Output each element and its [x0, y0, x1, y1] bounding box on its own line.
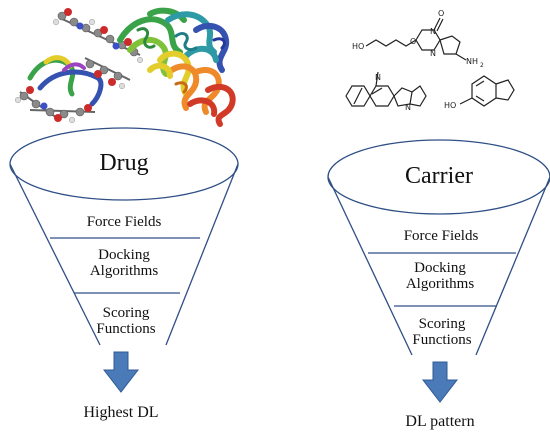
carrier-step-scoring-functions: Scoring Functions: [412, 316, 472, 348]
atom-label-nh2-subscript: 2: [480, 62, 484, 69]
drug-step-force-fields: Force Fields: [86, 214, 162, 230]
atom-label-ho: HO: [444, 101, 456, 110]
carrier-funnel: [327, 139, 550, 356]
drug-step-scoring-functions: Scoring Functions: [96, 305, 156, 337]
drug-title: Drug: [99, 150, 149, 176]
atom-label-n: N: [375, 73, 381, 82]
carrier-funnel-side-left: [327, 176, 413, 356]
carrier-step-force-fields: Force Fields: [403, 228, 479, 244]
chemical-atom-labels: HO O O N N NH 2 N N HO: [352, 9, 484, 112]
drug-output-label: Highest DL: [83, 404, 159, 421]
drug-down-arrow: [102, 351, 140, 393]
atom-label-o: O: [410, 37, 416, 46]
carrier-down-arrow: [421, 361, 459, 403]
carrier-step-docking-algorithms: Docking Algorithms: [405, 260, 475, 292]
drug-funnel-side-left: [9, 163, 101, 346]
carrier-title: Carrier: [405, 163, 473, 189]
drug-funnel-side-right: [165, 163, 239, 346]
carrier-output-label: DL pattern: [405, 413, 475, 430]
atom-label-nh2: NH: [466, 57, 478, 66]
protein-ribbon-icon: [14, 7, 236, 127]
drug-step-docking-algorithms: Docking Algorithms: [89, 247, 159, 279]
atom-label-n: N: [430, 27, 436, 36]
carrier-funnel-side-right: [475, 176, 550, 356]
atom-label-n: N: [430, 49, 436, 58]
drug-funnel: [9, 127, 239, 346]
atom-label-o: O: [438, 9, 444, 18]
atom-label-n: N: [405, 103, 411, 112]
chemical-structure-icon: [345, 17, 515, 107]
atom-label-ho: HO: [352, 42, 364, 51]
